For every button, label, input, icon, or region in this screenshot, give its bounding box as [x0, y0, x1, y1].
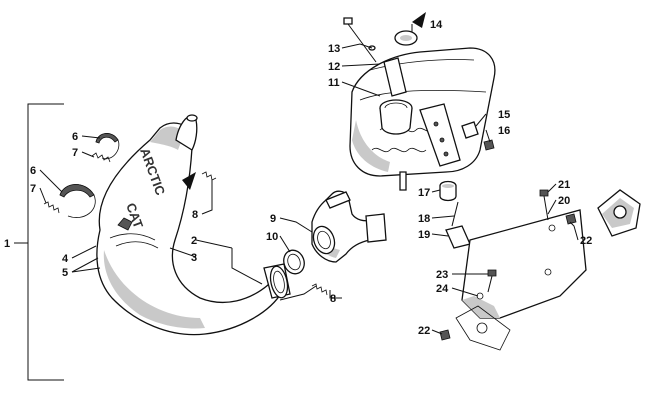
callout-19: 19 — [418, 229, 430, 241]
callout-22-right: 22 — [580, 235, 592, 247]
expansion-chamber: ARCTIC CAT — [96, 114, 291, 336]
callout-8-lower: 8 — [330, 293, 336, 305]
callout-7-lower: 7 — [30, 183, 36, 195]
callout-21: 21 — [558, 179, 570, 191]
callout-6-upper: 6 — [72, 131, 78, 143]
callout-23: 23 — [436, 269, 448, 281]
callout-20: 20 — [558, 195, 570, 207]
callout-15: 15 — [498, 109, 510, 121]
callout-1: 1 — [4, 238, 10, 250]
callout-4: 4 — [62, 253, 69, 265]
callout-8-upper: 8 — [192, 209, 198, 221]
callout-6-lower: 6 — [30, 165, 36, 177]
callout-7-upper: 7 — [72, 147, 78, 159]
lower-mount-parts — [439, 180, 471, 249]
callout-labels: 1 2 3 4 5 6 7 6 7 8 8 9 10 11 12 13 14 1… — [4, 19, 592, 337]
callout-10: 10 — [266, 231, 278, 243]
leader-lines — [39, 24, 579, 335]
callout-12: 12 — [328, 61, 340, 73]
callout-5: 5 — [62, 267, 68, 279]
callout-18: 18 — [418, 213, 430, 225]
callout-16: 16 — [498, 125, 510, 137]
callout-3: 3 — [191, 252, 197, 264]
callout-24: 24 — [436, 283, 449, 295]
callout-13: 13 — [328, 43, 340, 55]
assembly-bracket — [14, 103, 64, 381]
callout-22-bottom: 22 — [418, 325, 430, 337]
callout-11: 11 — [328, 77, 340, 89]
callout-17: 17 — [418, 187, 430, 199]
callout-14: 14 — [430, 19, 443, 31]
heat-shield — [439, 189, 641, 351]
muffler — [343, 12, 496, 191]
callout-9: 9 — [270, 213, 276, 225]
springs-and-rings — [43, 133, 328, 296]
callout-2: 2 — [191, 235, 197, 247]
exhaust-manifold — [283, 190, 387, 275]
